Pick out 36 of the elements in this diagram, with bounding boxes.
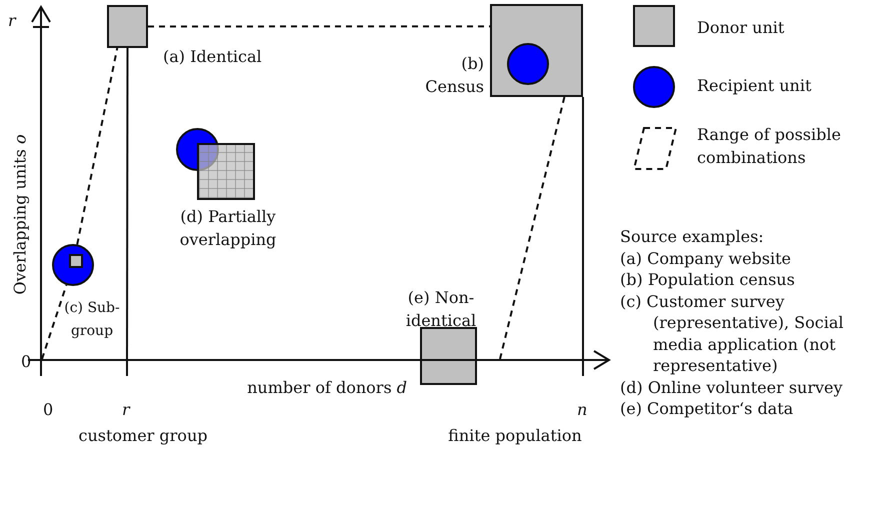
case-caption: (e) Non-identical — [404, 287, 478, 332]
donor-unit-square — [420, 327, 477, 385]
dashed-range-line — [499, 96, 566, 360]
axis-tick-label: n — [577, 399, 588, 421]
dashed-range-line — [76, 48, 118, 245]
axis-tick-label: 0 — [43, 399, 54, 421]
x-axis-line — [28, 359, 608, 361]
legend-label: Range of possible combinations — [697, 124, 842, 169]
axis-tick-caption: finite population — [447, 425, 583, 447]
legend-label: Donor unit — [697, 17, 786, 39]
donor-unit-square — [69, 254, 83, 268]
axis-title: Overlapping units o — [10, 133, 30, 297]
axis-tick-caption: customer group — [78, 425, 208, 447]
donor-unit-square — [197, 143, 255, 200]
case-caption: (b) Census — [424, 53, 484, 98]
dashed-range-line — [41, 284, 68, 360]
source-example: (c) Customer survey (representative), Social media application (not representative) — [620, 290, 844, 376]
case-caption: (c) Sub-group — [63, 299, 121, 341]
source-example: (a) Company website — [620, 248, 792, 269]
case-caption: (a) Identical — [163, 46, 263, 68]
donor-unit-square — [107, 5, 148, 48]
dashed-range-line — [148, 25, 490, 28]
axis-tick-label: r — [122, 399, 130, 421]
axis-title: number of donors d — [246, 377, 407, 399]
legend-label: Recipient unit — [697, 75, 812, 97]
recipient-unit-circle — [52, 244, 94, 286]
source-example: (e) Competitor‘s data — [620, 398, 794, 420]
boundary-line — [582, 97, 584, 359]
axis-tick-label: r — [8, 10, 16, 32]
list-heading: Source examples: — [620, 226, 765, 248]
recipient-unit-circle — [507, 43, 549, 85]
case-caption: (d) Partially overlapping — [178, 206, 278, 251]
source-example: (d) Online volunteer survey — [620, 376, 844, 398]
donor-unit-square — [490, 4, 583, 97]
boundary-line — [126, 48, 128, 359]
source-example: (b) Population census — [620, 269, 796, 290]
